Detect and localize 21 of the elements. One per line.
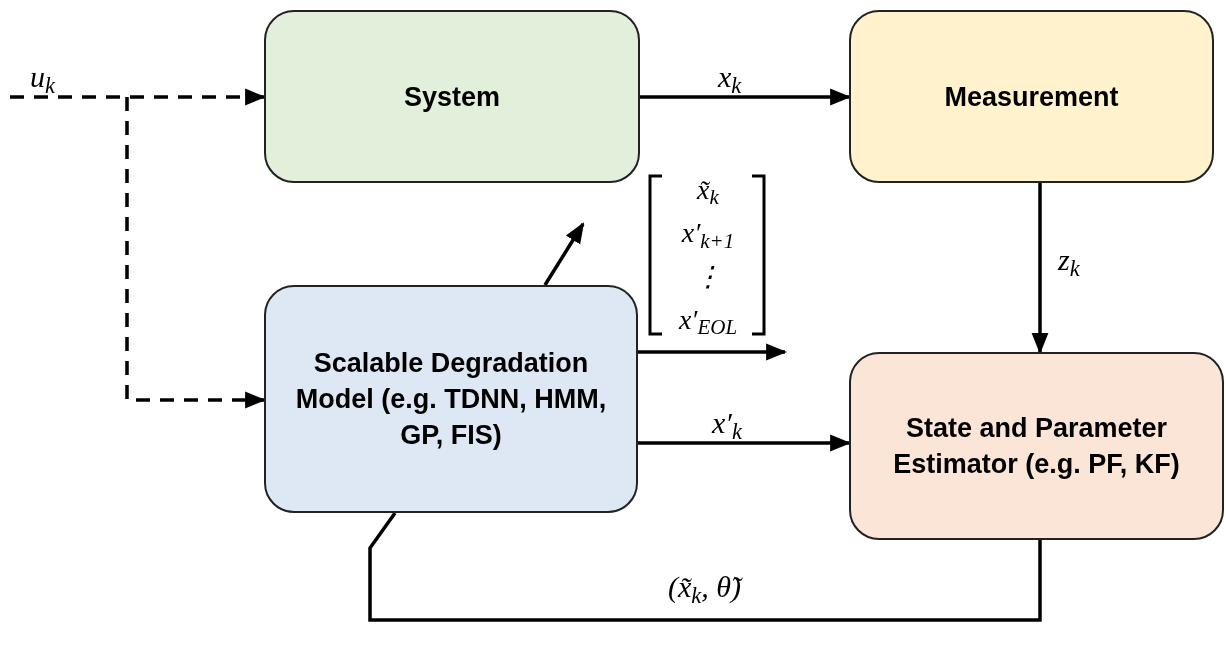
edge-label: x′$_{k}$ xyxy=(712,408,742,438)
matrix-entry: x′$_{EOL}$ xyxy=(678,303,738,338)
arrow xyxy=(638,343,788,361)
matrix-entry: ⋮ xyxy=(694,259,722,294)
arrow xyxy=(1031,183,1049,355)
matrix-entry: x̃$_{k}$ xyxy=(697,173,719,208)
edge-label: u$_{k}$ xyxy=(30,62,55,92)
connector-line xyxy=(368,512,1042,622)
arrow xyxy=(543,222,585,286)
box-label: Measurement xyxy=(944,80,1119,114)
matrix-entry: x′$_{k+1}$ xyxy=(681,216,735,252)
process-box xyxy=(849,352,1224,540)
process-box xyxy=(264,285,638,513)
process-box xyxy=(849,10,1214,183)
edge-label: z$_{k}$ xyxy=(1058,245,1080,275)
edge-label: x$_{k}$ xyxy=(718,62,742,92)
box-label: State and Parameter Estimator (e.g. PF, KF) xyxy=(892,412,1181,481)
edge-label: (x̃$_{k}$, θ̃) xyxy=(668,572,742,602)
box-label: System xyxy=(403,80,501,114)
process-box xyxy=(264,10,640,183)
box-label: Scalable Degradation Model (e.g. TDNN, HMM, GP, FIS) xyxy=(294,347,608,452)
